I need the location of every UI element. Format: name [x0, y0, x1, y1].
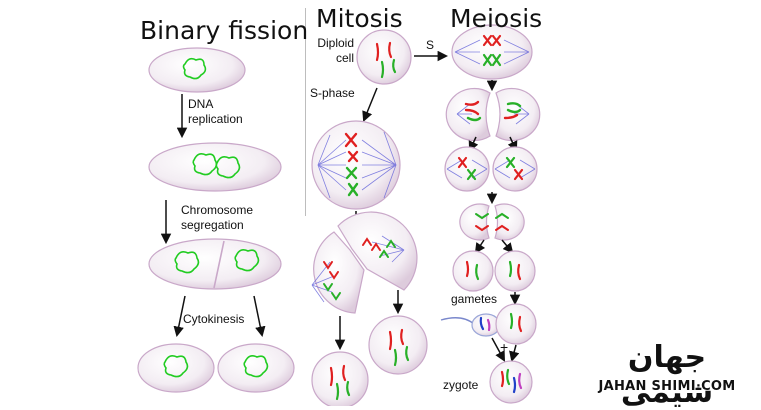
bacterial-dna: [182, 57, 207, 80]
mitosis-daughter-right: [368, 315, 428, 375]
meiosis-ii-cell-left: [444, 146, 490, 192]
mitosis-daughter-left: [311, 351, 369, 406]
gamete-cell-right: [494, 250, 536, 292]
bacterial-dna-copy-2: [215, 156, 241, 179]
meiosis-i-anaphase-cell: [445, 87, 541, 142]
label-s: S: [426, 38, 435, 52]
mitosis-title: Mitosis: [316, 4, 403, 33]
sperm-cell: [440, 313, 501, 337]
mitotic-spindle: [317, 131, 397, 199]
meiosis-i-metaphase-cell: [451, 24, 533, 80]
label-s-phase: S-phase: [310, 86, 355, 100]
meiosis-title: Meiosis: [450, 4, 543, 33]
bacterium-cell: [148, 47, 246, 93]
gamete-cell-left: [452, 250, 494, 292]
arrow-cytokinesis-left: [173, 295, 186, 338]
label-segregation: segregation: [181, 218, 244, 232]
arrow-cytokinesis-right: [253, 295, 266, 338]
label-chromosome: Chromosome: [181, 203, 254, 217]
label-zygote: zygote: [443, 378, 479, 392]
label-gametes: gametes: [451, 292, 498, 306]
label-plus: +: [500, 339, 509, 355]
zygote-cell: [489, 360, 533, 404]
meiosis-column: [414, 24, 541, 404]
label-cytokinesis: Cytokinesis: [183, 312, 245, 326]
binary-fission-column: [137, 47, 295, 393]
septum: [213, 240, 225, 289]
metaphase-cell: [311, 120, 401, 210]
label-diploid: Diploid: [317, 36, 354, 50]
daughter-bacterium-left: [137, 343, 215, 393]
bacterial-dna-daughter-right: [243, 355, 269, 378]
logo-latin-text: JAHAN SHIMI.COM: [598, 379, 736, 394]
arrow-s-phase: [362, 87, 378, 122]
meiosis-ii-anaphase-cell: [459, 203, 525, 241]
mitosis-column: [311, 29, 428, 406]
bacterial-dna-right: [234, 249, 260, 272]
egg-cell: [495, 303, 537, 345]
jahan-shimi-logo: جهان شیمی JAHAN SHIMI.COM: [578, 340, 756, 410]
label-replication: replication: [188, 112, 243, 126]
bacterial-dna-left: [174, 251, 200, 274]
label-cell: cell: [335, 51, 354, 65]
column-divider: [305, 8, 306, 216]
anaphase-cell: [311, 211, 418, 314]
bacterial-dna-daughter-left: [163, 355, 189, 378]
diploid-cell: [356, 29, 412, 85]
daughter-bacterium-right: [217, 343, 295, 393]
label-dna: DNA: [188, 97, 214, 111]
binary-fission-title: Binary fission: [140, 16, 309, 45]
bacterial-dna-copy-1: [192, 153, 218, 176]
logo-arabic-text: جهان شیمی: [620, 340, 714, 410]
